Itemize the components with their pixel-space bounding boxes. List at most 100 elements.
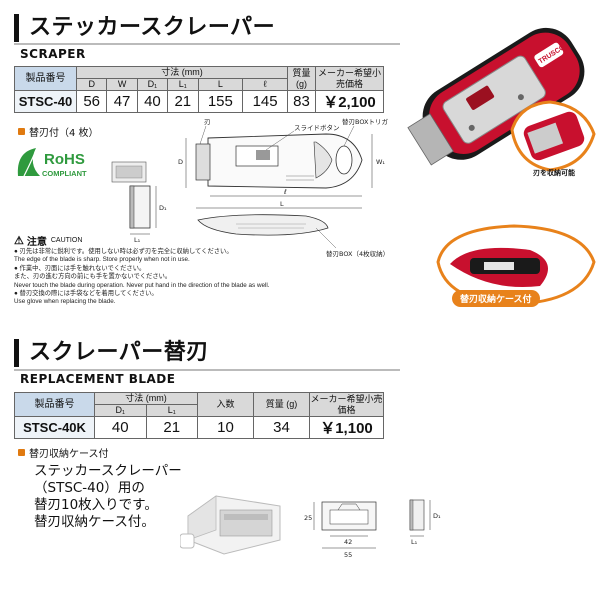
description-line: （STSC-40）用の [34,480,145,496]
caution-line: The edge of the blade is sharp. Store pr… [14,256,190,264]
col-D1: D₁ [136,78,169,91]
weight-header: 質量 (g) [287,66,316,91]
scraper-title-block: ステッカースクレーパー [14,14,275,42]
case-dimension-drawing: 25 42 55 D₁ L₁ [304,499,441,559]
case-note: 替刃収納ケース付 [18,445,109,460]
description-line: 替刃10枚入りです。 [34,497,158,513]
label-blade-L1: L₁ [411,538,418,546]
value-qty: 10 [197,416,254,439]
description-line: 替刃収納ケース付。 [34,514,155,530]
leaf-icon [17,148,40,176]
label-D1: D₁ [159,204,167,212]
label-D: D [178,158,183,166]
blade-stack [219,509,273,537]
label-L1: L₁ [134,236,141,242]
scraper-product-photo: TRUSCO [407,27,585,166]
blade-dimension-drawing: D₁ L₁ [111,161,167,242]
product-code: STSC-40K [14,416,95,439]
col-W: W [106,78,138,91]
rohs-compliant-text: COMPLIANT [42,169,87,178]
blade-title: スクレーパー替刃 [29,340,209,365]
price-header: メーカー希望小売価格 [315,66,384,91]
col-ell: ℓ [242,78,288,91]
caution-line: ● 刃先は非常に鋭利です。使用しない時は必ず刃を完全に収納してください。 [14,248,233,255]
description-line: ステッカースクレーパー [34,463,182,479]
value-D1: 40 [136,90,169,113]
value-ell: 145 [242,90,288,113]
bullet-icon [18,128,25,135]
weight-header: 質量 (g) [253,392,310,417]
case-note-text: 替刃収納ケース付 [29,449,109,460]
blade-case-photo [180,495,281,555]
label-box-storage: 替刃BOX（4枚収納） [326,249,389,258]
code-header: 製品番号 [14,392,95,417]
trigger-outline [335,145,353,175]
spare-blade-note-text: 替刃付（4 枚） [29,128,99,139]
label-W1: W₁ [376,158,385,166]
scraper-subtitle: SCRAPER [20,47,86,61]
col-L: L [197,78,244,91]
bullet-icon [18,449,25,456]
caution-title: 注意 [26,237,47,248]
caution-block: ⚠ 注意 CAUTION ● 刃先は非常に鋭利です。使用しない時は必ず刃を完全に… [14,233,384,307]
label-blade: 刃 [204,118,211,126]
scraper-title: ステッカースクレーパー [29,15,276,40]
col-L1: L₁ [167,78,199,91]
blade-spec-table: 製品番号 寸法 (mm) 入数 質量 (g) メーカー希望小売価格 D₁ L₁ … [14,392,384,439]
caution-line: ● 替刃交換の際には手袋などを着用してください。 [14,290,158,298]
value-price: ￥1,100 [309,416,384,439]
value-L1: 21 [145,416,198,439]
warning-triangle-icon: ⚠ [14,235,24,247]
label-case-outer-width: 55 [344,551,352,559]
label-slide-button: スライドボタン [294,123,340,132]
title-divider [14,43,400,45]
caution-heading: ⚠ 注意 CAUTION [14,233,384,248]
value-price: ￥2,100 [315,90,384,113]
value-weight: 34 [253,416,310,439]
price-header: メーカー希望小売価格 [309,392,384,417]
label-case-height: 25 [304,514,312,522]
value-L: 155 [197,90,244,113]
label-box-trigger: 替刃BOXトリガ [342,117,388,126]
rohs-text: RoHS [44,151,85,168]
caution-line: Use glove when replacing the blade. [14,298,116,306]
blade-title-block: スクレーパー替刃 [14,339,209,367]
title-bar [14,14,19,42]
caution-line: ● 作業中、刃面には手を触れないでください。 [14,264,146,272]
scraper-spec-table: 製品番号 寸法 (mm) 質量 (g) メーカー希望小売価格 D W D₁ L₁… [14,66,384,113]
blade-storable-inset [510,100,596,172]
col-D1: D₁ [94,404,147,417]
blade-description: ステッカースクレーパー （STSC-40）用の 替刃10枚入りです。 替刃収納ケ… [34,463,182,531]
col-L1: L₁ [145,404,198,417]
case-inset-photo [436,224,596,306]
qty-header: 入数 [197,392,254,417]
label-case-inner-width: 42 [344,538,352,546]
case-included-pill: 替刃収納ケース付 [452,290,540,307]
col-D: D [75,78,108,91]
caution-title-en: CAUTION [50,237,83,244]
blade-subtitle: REPLACEMENT BLADE [20,372,176,386]
blade-head [407,113,454,166]
rohs-badge: RoHS COMPLIANT [17,148,87,178]
code-header: 製品番号 [14,66,77,91]
title-bar [14,339,19,367]
spare-blade-note: 替刃付（4 枚） [18,124,99,139]
value-W: 47 [106,90,138,113]
brand-label [534,42,564,68]
size-header: 寸法 (mm) [94,392,198,405]
metal-plate [442,55,546,144]
caution-line: また、刃の進む方向の前にも手を置かないでください。 [14,273,172,281]
blade-storable-label: 刃を収納可能 [533,169,575,177]
value-L1: 21 [167,90,199,113]
label-ell: ℓ [284,188,287,196]
blade-edge [195,143,211,181]
title-divider [14,369,400,371]
value-D: 56 [75,90,108,113]
slide-knob [466,85,495,110]
scraper-side-outline [197,214,329,236]
caution-line: Never touch the blade during operation. … [14,281,270,289]
value-D1: 40 [94,416,147,439]
slide-button-knob [256,150,270,160]
product-code: STSC-40 [14,90,77,113]
label-blade-D1: D₁ [433,512,441,520]
